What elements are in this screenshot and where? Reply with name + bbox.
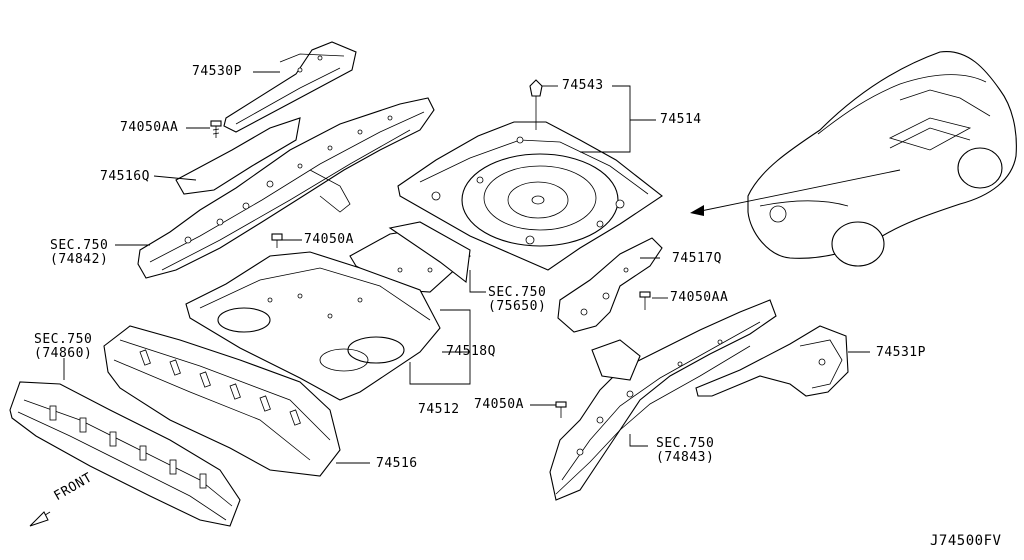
label-74517Q[interactable]: 74517Q <box>672 251 722 266</box>
label-74530P[interactable]: 74530P <box>192 64 242 79</box>
label-74050AA-top[interactable]: 74050AA <box>120 120 179 135</box>
label-sec750-74860[interactable]: SEC.750 <box>34 332 93 347</box>
part-74512[interactable] <box>185 251 441 401</box>
leader-lines <box>63 71 870 464</box>
label-sec750-74843[interactable]: SEC.750 <box>656 436 715 451</box>
part-sec750-74860[interactable] <box>9 381 241 527</box>
label-ref-74843[interactable]: (74843) <box>656 450 715 465</box>
label-74543[interactable]: 74543 <box>562 78 604 93</box>
front-direction-arrow <box>29 511 51 527</box>
label-74050AA-right[interactable]: 74050AA <box>670 290 729 305</box>
bolt-74050AA-right[interactable] <box>639 291 651 310</box>
label-74516Q[interactable]: 74516Q <box>100 169 150 184</box>
bolt-74050A-top[interactable] <box>271 233 283 248</box>
bolt-74050A-bottom[interactable] <box>555 401 567 418</box>
clip-74543[interactable] <box>529 79 543 130</box>
label-sec750-74842[interactable]: SEC.750 <box>50 238 109 253</box>
label-ref-75650[interactable]: (75650) <box>488 299 547 314</box>
vehicle-silhouette <box>747 51 1017 267</box>
label-74516[interactable]: 74516 <box>376 456 418 471</box>
part-74530P[interactable] <box>223 41 357 133</box>
label-74518Q[interactable]: 74518Q <box>446 344 496 359</box>
part-74517Q[interactable] <box>557 237 663 333</box>
part-74516Q[interactable] <box>137 97 435 279</box>
part-74514[interactable] <box>397 121 663 271</box>
part-sec750-74843[interactable] <box>549 299 777 501</box>
part-74516[interactable] <box>103 325 341 477</box>
label-74050A-top[interactable]: 74050A <box>304 232 354 247</box>
diagram-code: J74500FV <box>930 533 1002 549</box>
label-74531P[interactable]: 74531P <box>876 345 926 360</box>
label-ref-74860[interactable]: (74860) <box>34 346 93 361</box>
bolt-74050AA-top[interactable] <box>210 120 222 138</box>
label-74050A-bottom[interactable]: 74050A <box>474 397 524 412</box>
label-74514[interactable]: 74514 <box>660 112 702 127</box>
slots-74516 <box>139 349 301 426</box>
label-74512[interactable]: 74512 <box>418 402 460 417</box>
part-74531P[interactable] <box>695 325 849 397</box>
label-sec750-75650[interactable]: SEC.750 <box>488 285 547 300</box>
pointer-arrow <box>690 169 901 216</box>
label-ref-74842[interactable]: (74842) <box>50 252 109 267</box>
